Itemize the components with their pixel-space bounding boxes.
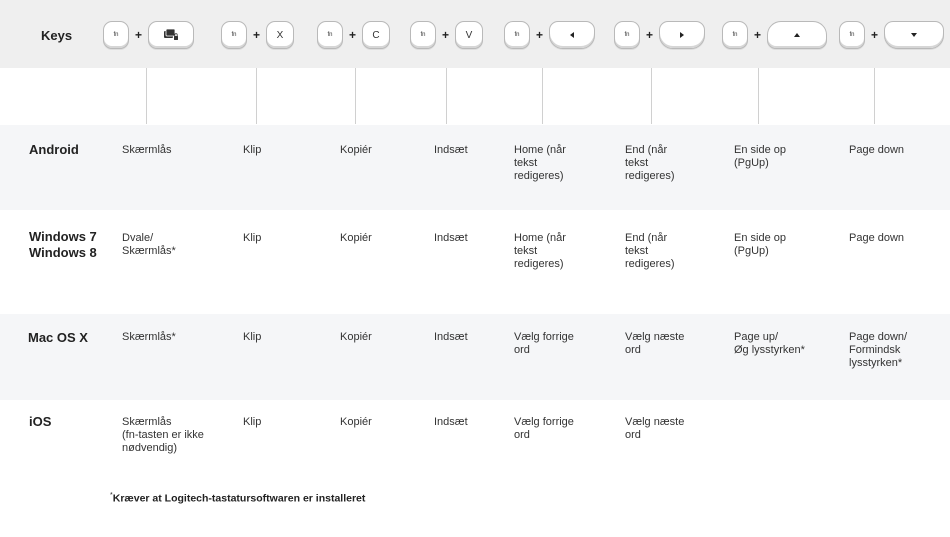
plus-sign: + [253, 28, 261, 42]
table-cell: Indsæt [434, 331, 468, 343]
footnote-mark: * [110, 492, 113, 499]
fn-key: fn [504, 21, 530, 49]
plus-sign: + [135, 28, 143, 42]
combo-up-arrow: fn + [722, 19, 828, 51]
plus-sign: + [871, 28, 879, 42]
fn-key: fn [614, 21, 640, 49]
column-divider [874, 68, 875, 124]
table-cell: Vælg næste ord [625, 416, 685, 441]
table-cell: Dvale/ Skærmlås* [122, 232, 176, 257]
fn-key: fn [839, 21, 865, 49]
plus-sign: + [349, 28, 357, 42]
footnote-text: Kræver at Logitech-tastatursoftwaren er … [112, 492, 366, 505]
column-divider [256, 68, 257, 124]
fn-key: fn [317, 21, 343, 49]
table-cell: Vælg forrige ord [514, 416, 574, 441]
plus-sign: + [754, 28, 762, 42]
row-band-mac [0, 314, 950, 400]
combo-right-arrow: fn + [614, 19, 706, 51]
table-cell: En side op (PgUp) [734, 144, 786, 169]
table-cell: Kopiér [340, 144, 372, 156]
down-arrow-key [884, 21, 945, 49]
fn-key: fn [221, 21, 247, 49]
x-key: X [266, 21, 295, 49]
column-divider [446, 68, 447, 124]
left-arrow-icon [568, 31, 576, 39]
table-cell: Home (når tekst redigeres) [514, 232, 566, 270]
os-label-windows: Windows 7 Windows 8 [29, 229, 97, 260]
fn-key: fn [410, 21, 436, 49]
table-cell: Klip [243, 331, 262, 343]
column-divider [355, 68, 356, 124]
keys-heading: Keys [41, 28, 73, 43]
table-cell: Klip [243, 144, 262, 156]
combo-down-arrow: fn + [839, 19, 945, 51]
table-cell: Vælg forrige ord [514, 331, 574, 356]
table-cell: Skærmlås (fn-tasten er ikke nødvendig) [122, 416, 204, 454]
down-arrow-icon [910, 31, 918, 39]
table-cell: End (når tekst redigeres) [625, 144, 675, 182]
table-cell: En side op (PgUp) [734, 232, 786, 257]
c-key: C [362, 21, 391, 49]
v-key: V [455, 21, 484, 49]
table-cell: Kopiér [340, 331, 372, 343]
table-cell: Page down [849, 144, 905, 156]
table-cell: Klip [243, 232, 262, 244]
column-divider [651, 68, 652, 124]
table-cell: Indsæt [434, 416, 468, 428]
plus-sign: + [646, 28, 654, 42]
lock-screen-key [148, 21, 195, 49]
table-cell: Indsæt [434, 232, 468, 244]
table-cell: Skærmlås* [122, 331, 176, 343]
row-band-android [0, 125, 950, 210]
column-divider [758, 68, 759, 124]
os-label-mac: Mac OS X [28, 330, 88, 345]
right-arrow-icon [678, 31, 686, 39]
plus-sign: + [536, 28, 544, 42]
table-cell: Klip [243, 416, 262, 428]
table-cell: End (når tekst redigeres) [625, 232, 675, 270]
table-cell: Vælg næste ord [625, 331, 685, 356]
fn-key: fn [722, 21, 748, 49]
table-cell: Skærmlås [122, 144, 172, 156]
combo-lock: fn + [103, 19, 195, 51]
combo-left-arrow: fn + [504, 19, 596, 51]
left-arrow-key [549, 21, 596, 49]
fn-key: fn [103, 21, 129, 49]
plus-sign: + [442, 28, 450, 42]
right-arrow-key [659, 21, 706, 49]
table-cell: Indsæt [434, 144, 468, 156]
table-cell: Home (når tekst redigeres) [514, 144, 566, 182]
table-cell: Page up/ Øg lysstyrken* [734, 331, 805, 356]
os-label-ios: iOS [29, 414, 52, 429]
combo-c: fn + C [317, 19, 391, 51]
os-label-android: Android [29, 142, 79, 157]
table-cell: Kopiér [340, 416, 372, 428]
up-arrow-icon [793, 31, 801, 39]
column-divider [542, 68, 543, 124]
column-divider [146, 68, 147, 124]
combo-x: fn + X [221, 19, 295, 51]
footnote: *Kræver at Logitech-tastatursoftwaren er… [110, 492, 365, 505]
lock-screen-icon [163, 29, 179, 41]
table-cell: Page down [849, 232, 905, 244]
combo-v: fn + V [410, 19, 484, 51]
table-cell: Kopiér [340, 232, 372, 244]
table-cell: Page down/ Formindsk lysstyrken* [849, 331, 908, 369]
up-arrow-key [767, 21, 828, 49]
